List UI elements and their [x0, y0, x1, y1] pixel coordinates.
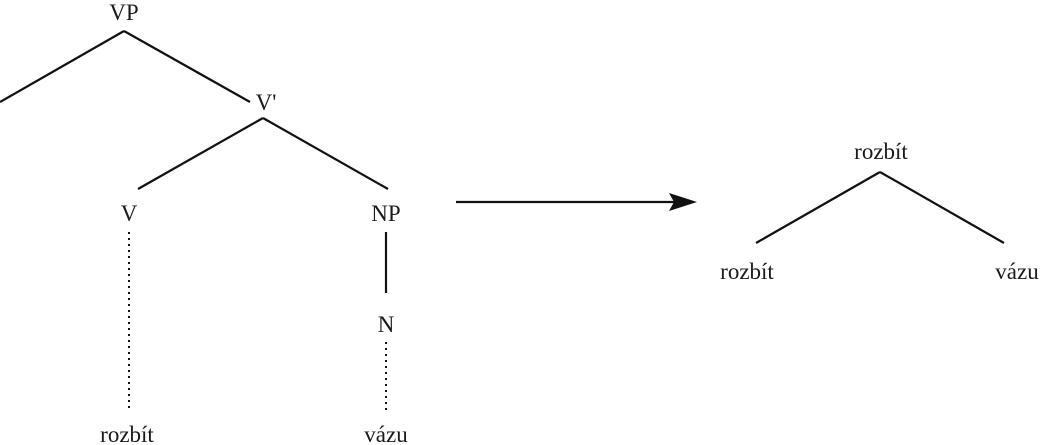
node-vp: VP — [109, 0, 138, 25]
edge-root-to-right-child — [879, 171, 1005, 244]
right-node-left-child: rozbít — [720, 259, 774, 284]
edge-root-to-left-child — [755, 171, 881, 244]
node-v: V — [121, 201, 138, 226]
left-tree-labels: VP V' V NP N rozbít vázu — [100, 0, 408, 445]
edge-vp-to-vbar — [123, 30, 251, 103]
left-tree-edges — [0, 30, 389, 412]
right-tree-edges — [755, 171, 1005, 244]
edge-vbar-to-v — [137, 117, 264, 190]
right-node-right-child: vázu — [995, 259, 1039, 284]
node-np: NP — [371, 201, 400, 226]
leaf-verb: rozbít — [100, 422, 154, 445]
right-node-root: rozbít — [854, 139, 908, 164]
transform-arrow — [456, 193, 697, 211]
leaf-noun: vázu — [364, 422, 408, 445]
node-n: N — [378, 312, 395, 337]
edge-vp-to-offscreen — [0, 30, 125, 103]
edge-vbar-to-np — [262, 117, 389, 190]
right-tree-labels: rozbít rozbít vázu — [720, 139, 1039, 284]
node-vbar: V' — [256, 90, 277, 115]
arrow-head-icon — [669, 193, 697, 211]
